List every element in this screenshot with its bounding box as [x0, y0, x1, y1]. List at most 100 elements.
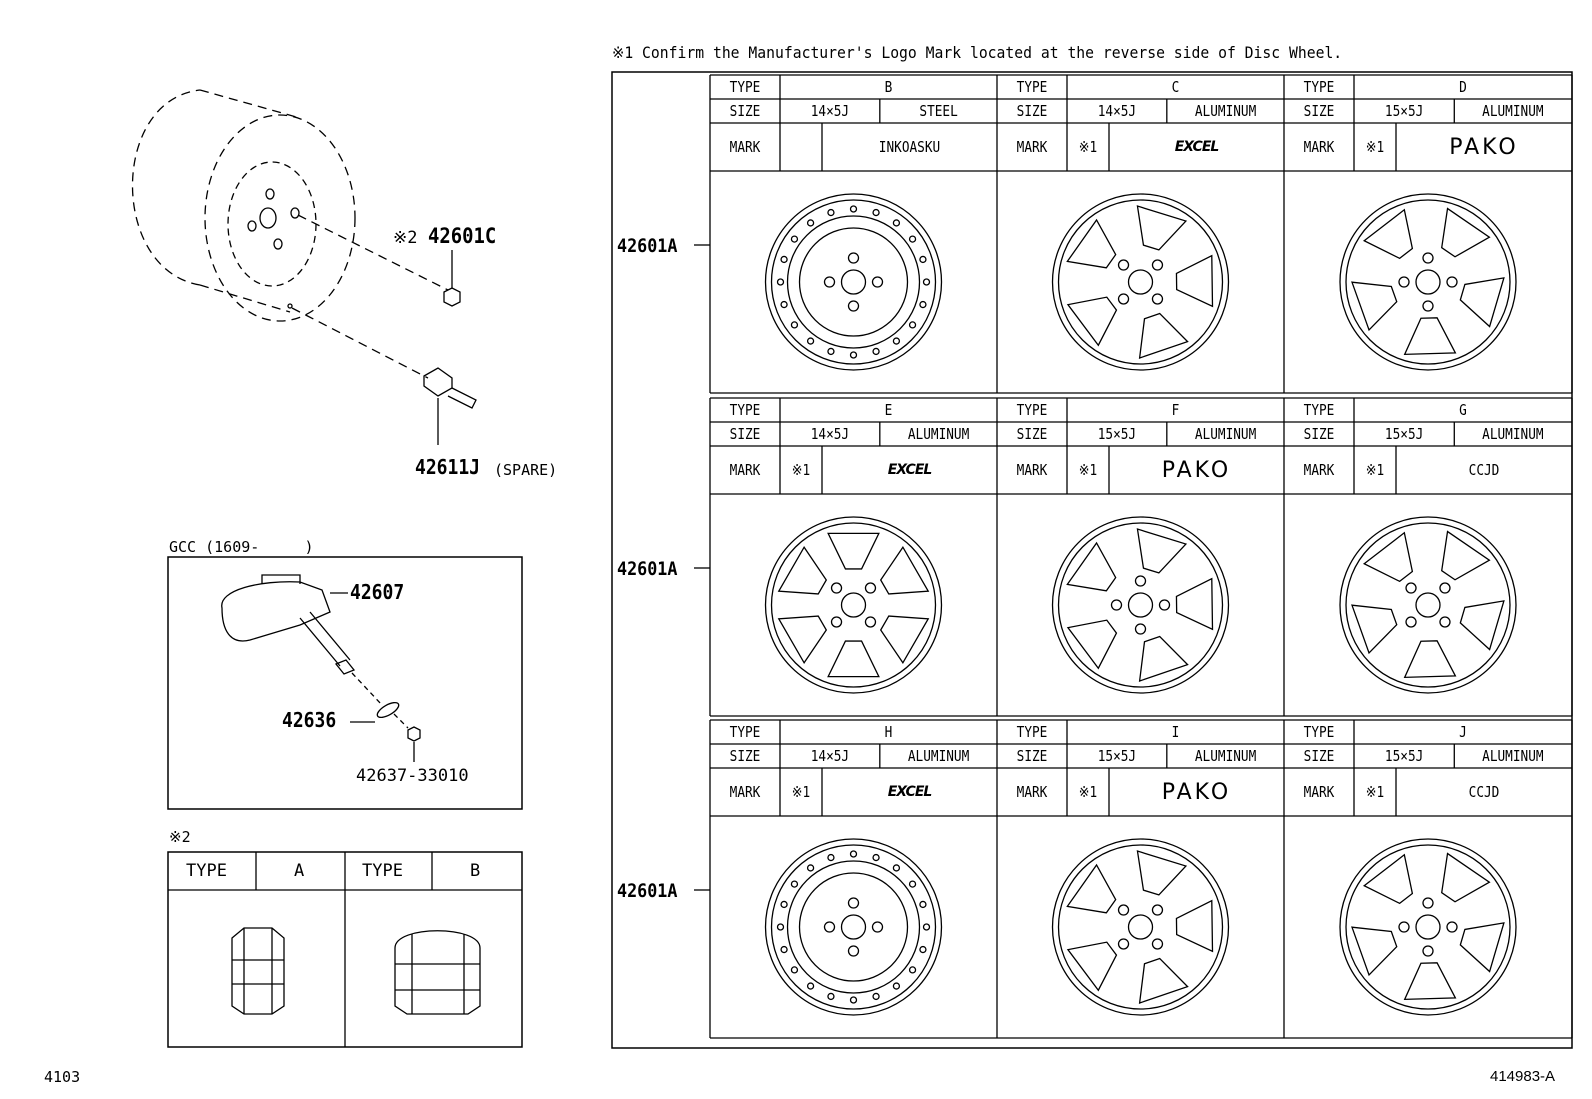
nut-type-label-a: TYPE — [186, 861, 227, 881]
manufacturer-mark: PAKO — [1161, 457, 1232, 483]
wheel-size: 15×5J — [1384, 425, 1424, 443]
wheel-size: 14×5J — [1097, 102, 1137, 120]
part-number-42636: 42636 — [282, 708, 337, 732]
footer-page-code: 4103 — [44, 1068, 81, 1086]
type-label: TYPE — [1303, 723, 1335, 741]
mark-note: ※1 — [1078, 783, 1098, 801]
wheel-material: ALUMINUM — [1482, 102, 1544, 120]
wheel-size: 14×5J — [810, 102, 850, 120]
wheel-type: I — [1171, 723, 1180, 741]
manufacturer-mark: PAKO — [1449, 134, 1519, 160]
gcc-label: GCC (1609- ) — [169, 538, 314, 556]
mark-label: MARK — [1016, 783, 1048, 801]
part-number-42601A: 42601A — [617, 235, 678, 257]
wheel-size: 15×5J — [1384, 747, 1424, 765]
part-number-42611J: 42611J — [415, 455, 481, 479]
wheel-size: 15×5J — [1097, 747, 1137, 765]
size-label: SIZE — [1016, 102, 1048, 120]
wheel-type-c-drawing — [1051, 193, 1230, 371]
wheel-type-j-drawing — [1339, 838, 1517, 1016]
wheel-material: ALUMINUM — [907, 747, 970, 765]
wheel-material: ALUMINUM — [1194, 747, 1257, 765]
size-label: SIZE — [729, 425, 761, 443]
mark-note: ※1 — [1078, 461, 1098, 479]
wheel-type-e-drawing — [764, 516, 943, 694]
manufacturer-logo-note: ※1 Confirm the Manufacturer's Logo Mark … — [612, 43, 1343, 62]
size-label: SIZE — [1303, 102, 1335, 120]
wheel-size: 15×5J — [1097, 425, 1137, 443]
wheel-type: G — [1459, 401, 1467, 419]
wheel-type-f-drawing — [1051, 516, 1230, 694]
size-label: SIZE — [729, 747, 761, 765]
wheel-material: ALUMINUM — [1482, 425, 1544, 443]
part-number-42607: 42607 — [350, 580, 405, 604]
wheel-type-h-drawing — [764, 838, 943, 1016]
size-label: SIZE — [729, 102, 761, 120]
manufacturer-mark: EXCEL — [887, 462, 933, 478]
size-label: SIZE — [1303, 425, 1335, 443]
manufacturer-mark: CCJD — [1468, 461, 1500, 479]
part-number-42637-33010: 42637-33010 — [356, 766, 469, 786]
nut-type-label-b: TYPE — [362, 861, 403, 881]
wheel-type: E — [884, 401, 893, 419]
mark-note: ※1 — [1365, 461, 1385, 479]
mark-note: ※1 — [1078, 138, 1098, 156]
type-label: TYPE — [1303, 401, 1335, 419]
wheel-type: B — [884, 78, 893, 96]
wheel-type: J — [1459, 723, 1467, 741]
mark-note — [783, 123, 819, 171]
type-label: TYPE — [729, 78, 761, 96]
nut-type-marker: ※2 — [393, 228, 418, 248]
mark-note: ※1 — [791, 461, 811, 479]
wheel-material: ALUMINUM — [1194, 425, 1257, 443]
nut-type-a-drawing — [231, 927, 285, 1015]
wheel-type: D — [1459, 78, 1467, 96]
manufacturer-mark: EXCEL — [1174, 139, 1220, 155]
size-label: SIZE — [1016, 747, 1048, 765]
nut-type-b-drawing — [394, 930, 481, 1015]
wheel-type-g-drawing — [1339, 516, 1517, 694]
mark-note: ※1 — [1365, 783, 1385, 801]
wheel-type-b-drawing — [764, 193, 943, 371]
part-number-42601A: 42601A — [617, 880, 678, 902]
mark-label: MARK — [1303, 138, 1335, 156]
wheel-type: C — [1171, 78, 1180, 96]
size-label: SIZE — [1016, 425, 1048, 443]
wheel-type-i-drawing — [1051, 838, 1230, 1016]
wheel-material: ALUMINUM — [1194, 102, 1257, 120]
mark-label: MARK — [1016, 461, 1048, 479]
mark-label: MARK — [1016, 138, 1048, 156]
type-label: TYPE — [1016, 723, 1048, 741]
type-label: TYPE — [1303, 78, 1335, 96]
nut-type-value-b: B — [470, 861, 481, 881]
wheel-material: ALUMINUM — [907, 425, 970, 443]
spare-note: (SPARE) — [494, 461, 558, 479]
mark-note: ※1 — [1365, 138, 1385, 156]
manufacturer-mark: CCJD — [1468, 783, 1500, 801]
manufacturer-mark: EXCEL — [887, 784, 933, 800]
mark-label: MARK — [1303, 461, 1335, 479]
mark-note: ※1 — [791, 783, 811, 801]
nut-type-value-a: A — [294, 861, 305, 881]
footer-diagram-id: 414983-A — [1490, 1068, 1556, 1085]
type-label: TYPE — [1016, 78, 1048, 96]
wheel-size: 14×5J — [810, 747, 850, 765]
mark-label: MARK — [729, 138, 761, 156]
mark-label: MARK — [729, 783, 761, 801]
tpms-sensor-drawing — [221, 574, 421, 762]
wheel-size: 14×5J — [810, 425, 850, 443]
type-label: TYPE — [729, 723, 761, 741]
size-label: SIZE — [1303, 747, 1335, 765]
type-label: TYPE — [729, 401, 761, 419]
mark-label: MARK — [729, 461, 761, 479]
manufacturer-mark: PAKO — [1161, 779, 1232, 805]
spare-wheel-drawing — [132, 89, 477, 445]
wheel-size: 15×5J — [1384, 102, 1424, 120]
wheel-type-d-drawing — [1339, 193, 1517, 371]
part-number-42601A: 42601A — [617, 558, 678, 580]
manufacturer-mark: INKOASKU — [878, 138, 941, 156]
wheel-material: ALUMINUM — [1482, 747, 1544, 765]
mark-label: MARK — [1303, 783, 1335, 801]
wheel-material: STEEL — [919, 102, 958, 120]
